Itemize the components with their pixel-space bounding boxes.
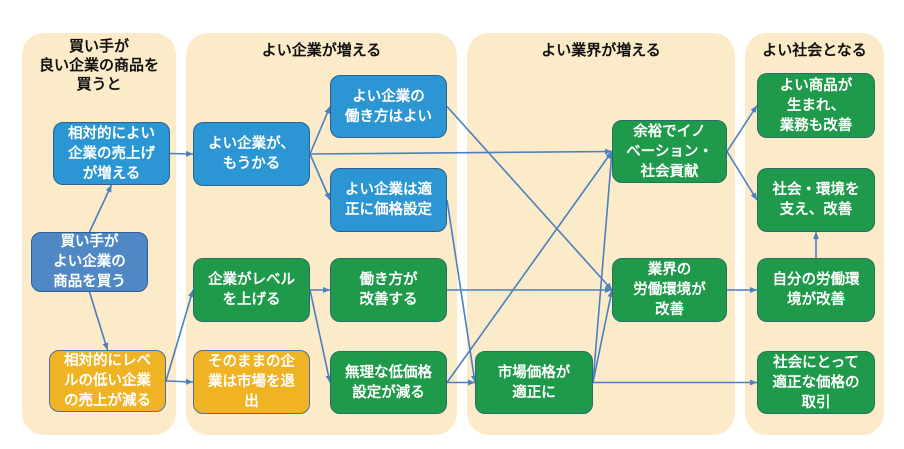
node-good-products-born: よい商品が 生まれ、 業務も改善	[757, 73, 875, 138]
node-good-company-profits: よい企業が、 もうかる	[193, 122, 310, 186]
column-title-companies: よい企業が増える	[261, 41, 382, 59]
column-title-society: よい社会となる	[762, 41, 867, 59]
column-title-buyer: 買い手が 良い企業の商品を 買うと	[38, 37, 159, 93]
node-good-company-workstyle: よい企業の 働き方はよい	[330, 75, 447, 138]
node-company-levels-up: 企業がレベル を上げる	[193, 258, 310, 322]
node-market-price-fair: 市場価格が 適正に	[475, 351, 593, 414]
node-unfair-low-pricing-drops: 無理な低価格 設定が減る	[330, 351, 447, 414]
column-title-industry: よい業界が増える	[541, 41, 661, 59]
node-industry-labor-improves: 業界の 労働環境が 改善	[612, 258, 727, 322]
node-fair-price-trade: 社会にとって 適正な価格の 取引	[757, 351, 875, 414]
node-society-environment: 社会・環境を 支え、改善	[757, 168, 875, 232]
node-company-exits-market: そのままの企 業は市場を退 出	[193, 350, 310, 414]
node-low-level-sales-down: 相対的にレベ ルの低い企業 の売上が減る	[49, 350, 166, 412]
node-good-company-fair-pricing: よい企業は適 正に価格設定	[330, 168, 447, 232]
node-own-labor-improves: 自分の労働環 境が改善	[757, 258, 875, 322]
node-innovation-contribution: 余裕でイノ ベーション・ 社会貢献	[612, 120, 727, 183]
node-workstyle-improves: 働き方が 改善する	[330, 258, 447, 322]
node-buyer-buys-good-products: 買い手が よい企業の 商品を買う	[31, 232, 148, 292]
node-good-company-sales-up: 相対的によい 企業の売上げ が増える	[53, 122, 170, 185]
